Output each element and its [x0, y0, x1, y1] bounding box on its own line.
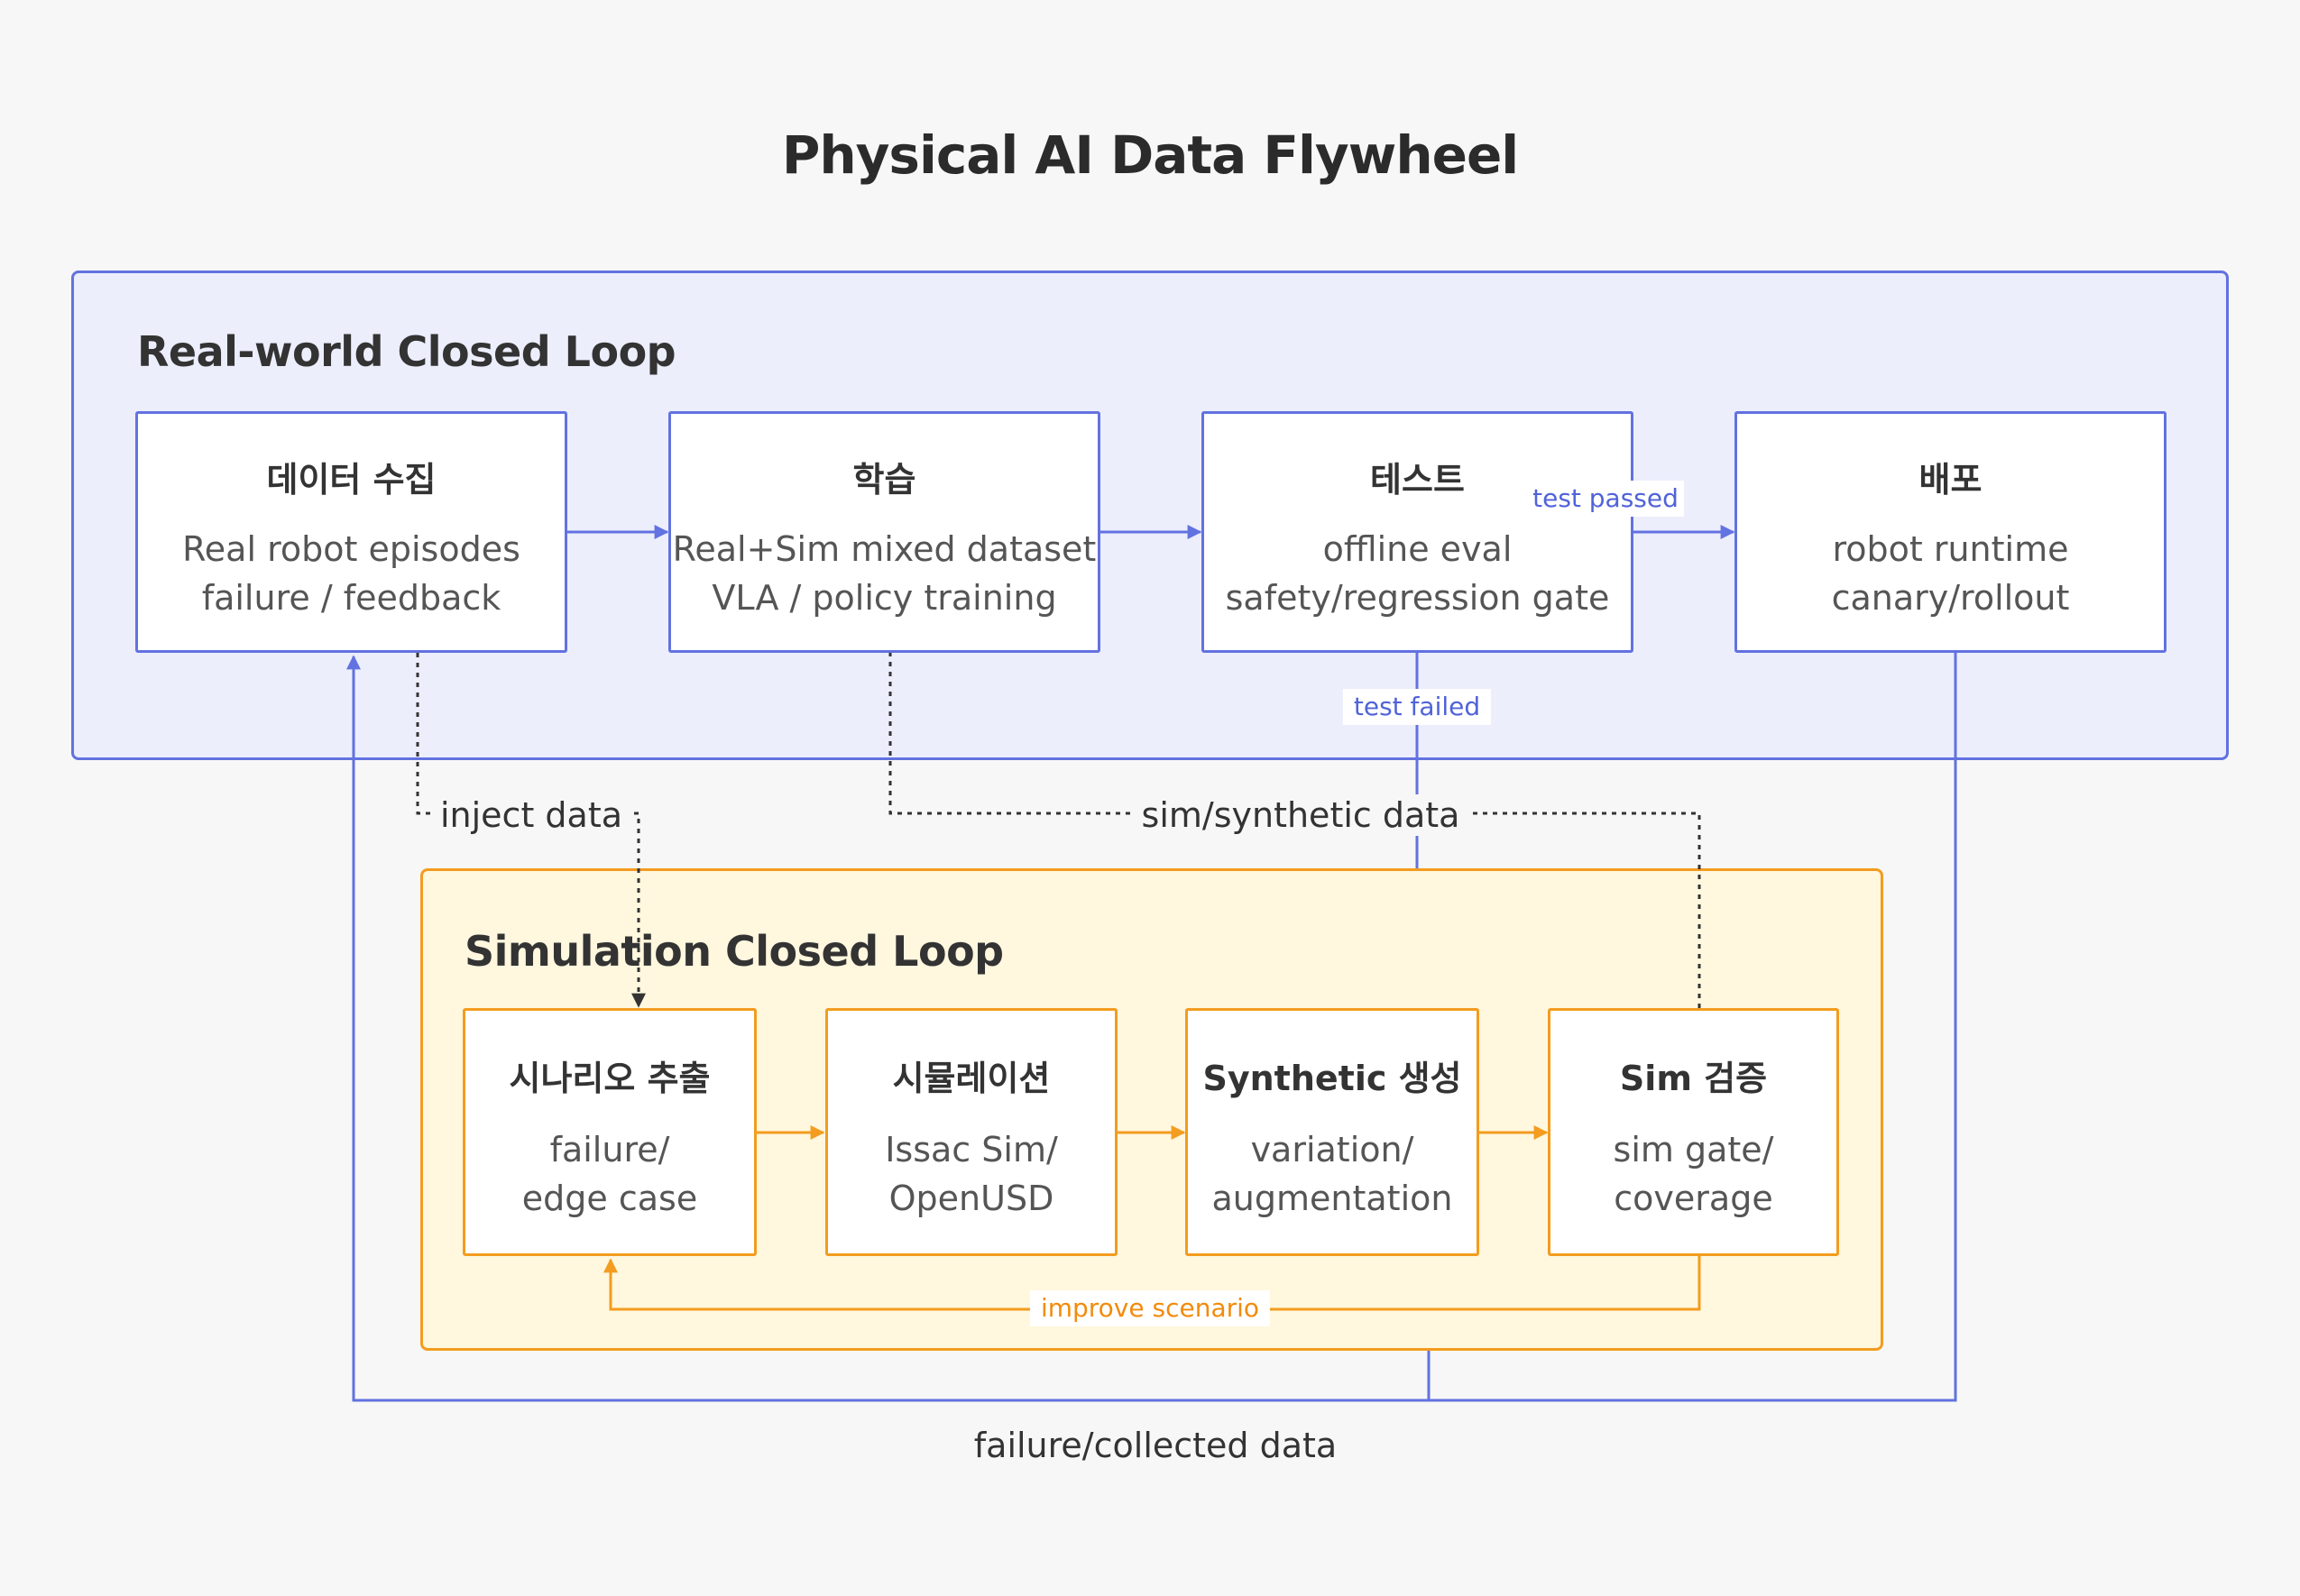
label-improve-scenario: improve scenario — [1029, 1290, 1271, 1326]
node-sim-verification[interactable]: Sim 검증 sim gate/ coverage — [1548, 1008, 1839, 1256]
label-failure-collected-data: failure/collected data — [973, 1426, 1338, 1465]
node-line: Real robot episodes — [182, 529, 520, 569]
node-description: variation/ augmentation — [1212, 1125, 1453, 1223]
node-description: Issac Sim/ OpenUSD — [885, 1125, 1058, 1223]
node-description: Real robot episodes failure / feedback — [182, 525, 520, 622]
node-title: 시나리오 추출 — [509, 1059, 711, 1098]
node-title: 배포 — [1918, 460, 1983, 500]
edge-failure-collected-loop — [346, 653, 1957, 1402]
real-world-loop-title: Real-world Closed Loop — [137, 327, 676, 376]
node-line: VLA / policy training — [712, 578, 1057, 618]
node-line: variation/ — [1250, 1130, 1414, 1169]
node-line: canary/rollout — [1831, 578, 2070, 618]
node-title: Synthetic 생성 — [1202, 1059, 1462, 1098]
node-line: failure / feedback — [201, 578, 501, 618]
node-title: 데이터 수집 — [266, 460, 437, 500]
node-description: offline eval safety/regression gate — [1226, 525, 1610, 622]
node-line: offline eval — [1322, 529, 1513, 569]
node-title: Sim 검증 — [1619, 1059, 1768, 1098]
node-title: 학습 — [852, 460, 916, 500]
node-synthetic-generation[interactable]: Synthetic 생성 variation/ augmentation — [1185, 1008, 1479, 1256]
simulation-loop-title: Simulation Closed Loop — [465, 927, 1004, 976]
node-line: safety/regression gate — [1225, 578, 1610, 618]
node-line: coverage — [1614, 1179, 1773, 1218]
node-training[interactable]: 학습 Real+Sim mixed dataset VLA / policy t… — [668, 411, 1100, 653]
node-data-collection[interactable]: 데이터 수집 Real robot episodes failure / fee… — [135, 411, 567, 653]
node-description: sim gate/ coverage — [1614, 1125, 1774, 1223]
node-description: failure/ edge case — [522, 1125, 697, 1223]
node-title: 시뮬레이션 — [892, 1059, 1051, 1098]
node-line: robot runtime — [1832, 529, 2069, 569]
label-test-passed: test passed — [1527, 481, 1684, 517]
node-test[interactable]: 테스트 offline eval safety/regression gate — [1201, 411, 1633, 653]
node-line: augmentation — [1211, 1179, 1453, 1218]
diagram-title: Physical AI Data Flywheel — [781, 124, 1519, 186]
node-line: Issac Sim/ — [885, 1130, 1058, 1169]
node-line: edge case — [521, 1179, 698, 1218]
node-line: OpenUSD — [888, 1179, 1054, 1218]
node-description: Real+Sim mixed dataset VLA / policy trai… — [673, 525, 1097, 622]
node-simulation[interactable]: 시뮬레이션 Issac Sim/ OpenUSD — [825, 1008, 1118, 1256]
label-sim-synthetic-data: sim/synthetic data — [1130, 794, 1471, 836]
label-test-failed: test failed — [1342, 689, 1492, 725]
node-scenario-extraction[interactable]: 시나리오 추출 failure/ edge case — [463, 1008, 757, 1256]
node-title: 테스트 — [1370, 460, 1465, 500]
node-description: robot runtime canary/rollout — [1832, 525, 2070, 622]
node-line: failure/ — [549, 1130, 670, 1169]
label-inject-data: inject data — [432, 794, 630, 836]
node-deploy[interactable]: 배포 robot runtime canary/rollout — [1734, 411, 2167, 653]
node-line: sim gate/ — [1613, 1130, 1774, 1169]
node-line: Real+Sim mixed dataset — [672, 529, 1097, 569]
